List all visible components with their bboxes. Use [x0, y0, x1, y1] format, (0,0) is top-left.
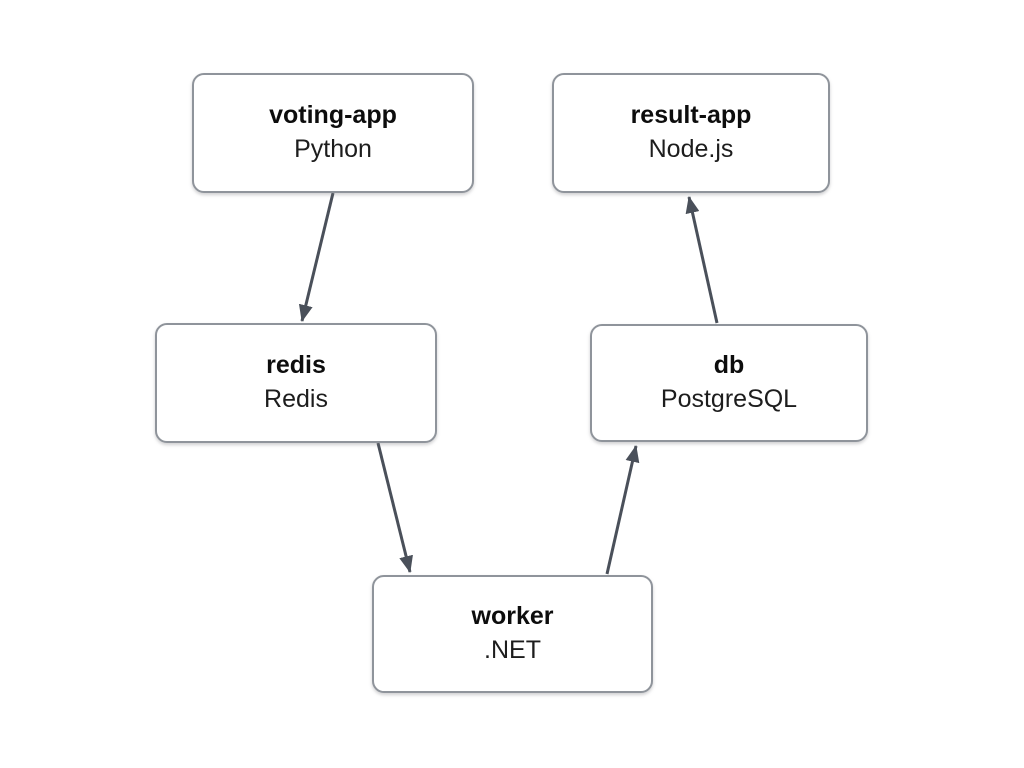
node-subtitle: Node.js	[648, 135, 734, 163]
node-title: db	[713, 351, 745, 380]
edge-voting-app-to-redis	[298, 192, 335, 322]
edge-redis-to-worker	[376, 442, 413, 573]
node-result-app: result-app Node.js	[552, 73, 830, 193]
edge-worker-to-db	[605, 445, 640, 575]
node-title: worker	[471, 602, 554, 631]
node-subtitle: .NET	[484, 636, 541, 664]
node-redis: redis Redis	[155, 323, 437, 443]
node-title: result-app	[630, 101, 752, 130]
node-subtitle: Python	[294, 135, 372, 163]
node-subtitle: PostgreSQL	[660, 385, 798, 413]
edge-db-to-result-app	[685, 196, 719, 324]
node-subtitle: Redis	[264, 385, 328, 413]
node-title: redis	[266, 351, 326, 380]
node-db: db PostgreSQL	[590, 324, 868, 442]
node-voting-app: voting-app Python	[192, 73, 474, 193]
node-title: voting-app	[269, 101, 397, 130]
node-worker: worker .NET	[372, 575, 653, 693]
